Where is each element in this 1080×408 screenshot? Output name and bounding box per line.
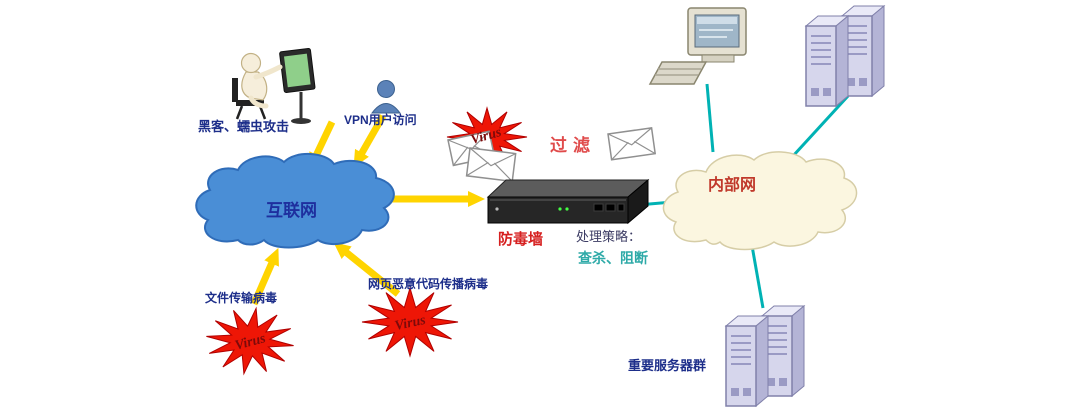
desktop-computer-icon: [648, 7, 747, 85]
file-virus-label: 文件传输病毒: [205, 290, 277, 305]
virus-label-web: Virus: [394, 313, 428, 334]
mail-envelope-icon: [465, 147, 517, 183]
firewall-label: 防毒墙: [498, 230, 543, 248]
hacker-workstation-icon: [232, 47, 316, 124]
web-virus-label: 网页恶意代码传播病毒: [368, 276, 488, 291]
arrow-webvirus-to-internet: [333, 242, 401, 297]
vpn-user-label: VPN用户访问: [344, 112, 417, 127]
filter-label: 过滤: [550, 135, 596, 155]
internet-label: 互联网: [266, 201, 317, 220]
server-tower-cluster-bottom-icon: [724, 304, 806, 408]
server-tower-cluster-top-icon: [804, 4, 886, 108]
policy-title-label: 处理策略：: [576, 229, 641, 244]
server-group-label: 重要服务器群: [628, 358, 706, 373]
link-intranet-to-desktop: [705, 83, 715, 153]
firewall-appliance-icon: [486, 178, 650, 225]
link-intranet-to-bottom-servers: [749, 239, 765, 309]
link-intranet-to-top-servers: [791, 94, 850, 158]
vpn-user-icon: [371, 80, 401, 114]
hacker-attack-label: 黑客、蠕虫攻击: [198, 119, 289, 134]
arrow-filevirus-to-internet: [250, 247, 279, 306]
intranet-label: 内部网: [708, 175, 756, 194]
intranet-cloud-icon: [662, 151, 858, 251]
virus-burst-web-icon: [361, 286, 459, 358]
mail-envelope-icon: [607, 127, 657, 161]
policy-actions-label: 查杀、阻断: [578, 250, 648, 266]
virus-burst-file-icon: [206, 306, 294, 376]
internet-cloud-icon: [195, 153, 395, 249]
arrow-vpn-to-internet: [353, 114, 387, 168]
